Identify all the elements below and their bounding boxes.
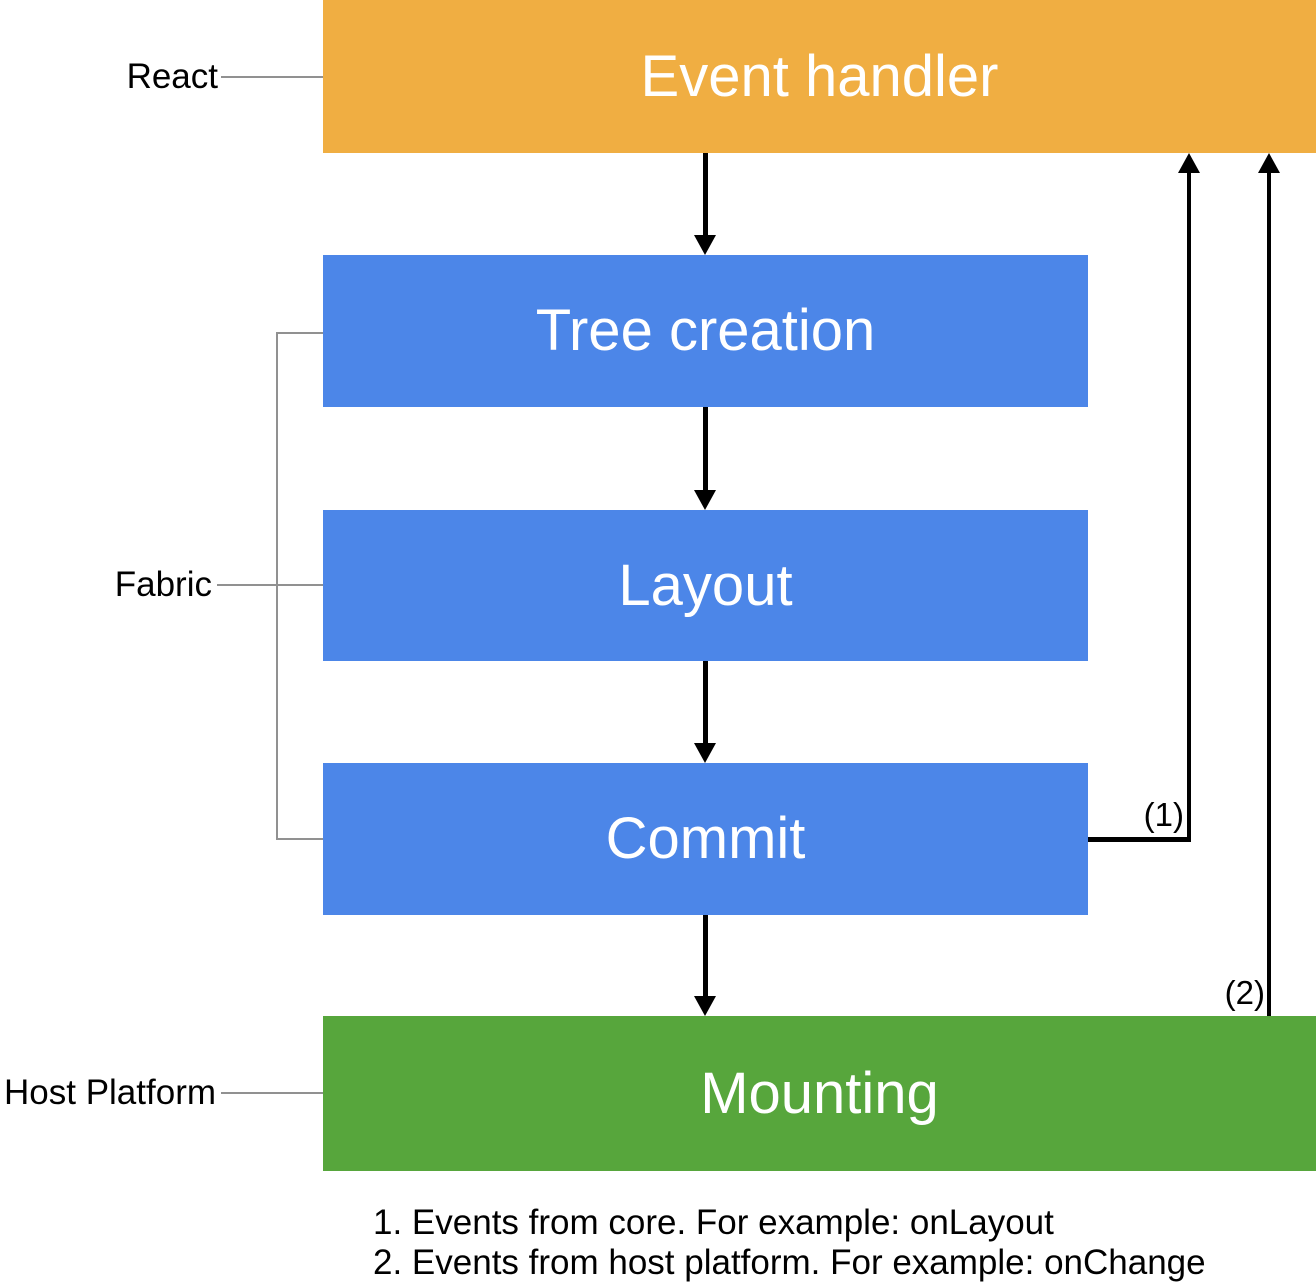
react-connector-line — [221, 76, 323, 78]
arrow-shaft — [1088, 837, 1191, 842]
arrowhead-down-icon — [694, 743, 716, 763]
arrow-1-label: (1) — [1143, 796, 1184, 833]
arrowhead-down-icon — [694, 235, 716, 255]
footnote-2: 2. Events from host platform. For exampl… — [373, 1243, 1206, 1282]
host-platform-side-label: Host Platform — [4, 1073, 216, 1112]
arrow-shaft — [1187, 173, 1191, 842]
arrow-shaft — [703, 915, 708, 996]
arrow-shaft — [703, 153, 708, 235]
commit-box: Commit — [323, 763, 1088, 915]
arrowhead-up-icon — [1178, 153, 1200, 173]
arrow-2-label: (2) — [1224, 974, 1265, 1011]
fabric-connector-line — [217, 584, 323, 586]
arrow-shaft — [1267, 173, 1271, 1016]
fabric-bracket-spine — [276, 332, 278, 840]
layout-box: Layout — [323, 510, 1088, 661]
fabric-side-label: Fabric — [114, 565, 212, 604]
host-platform-connector-line — [221, 1092, 323, 1094]
fabric-bracket-top-stub — [276, 332, 323, 334]
fabric-bracket-bottom-stub — [276, 838, 323, 840]
arrowhead-down-icon — [694, 996, 716, 1016]
react-side-label: React — [126, 57, 218, 96]
event-handler-box: Event handler — [323, 0, 1316, 153]
mounting-box: Mounting — [323, 1016, 1316, 1171]
footnote-1: 1. Events from core. For example: onLayo… — [373, 1203, 1054, 1242]
arrowhead-down-icon — [694, 490, 716, 510]
arrowhead-up-icon — [1258, 153, 1280, 173]
footnotes: 1. Events from core. For example: onLayo… — [373, 1203, 1206, 1283]
arrow-shaft — [703, 661, 708, 743]
tree-creation-box: Tree creation — [323, 255, 1088, 407]
arrow-shaft — [703, 407, 708, 490]
